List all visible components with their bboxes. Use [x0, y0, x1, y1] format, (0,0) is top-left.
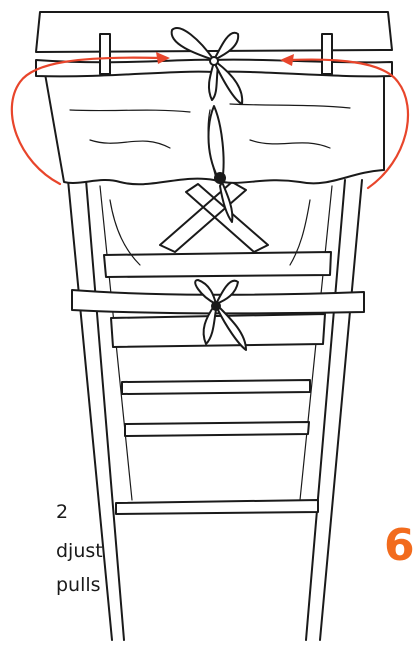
chair-top-rail [36, 12, 392, 52]
caption-line-3: pulls [56, 576, 101, 595]
chair-rung-3 [116, 500, 318, 514]
middle-button [214, 172, 226, 184]
chair-upper-slat [104, 252, 331, 277]
step-number: 6 [384, 524, 415, 568]
caption-line-2: djust [56, 542, 103, 561]
lower-bow-knot [211, 301, 221, 311]
chair-rung-1 [122, 380, 310, 394]
chair-left-post [68, 180, 124, 640]
chair-lower-slat [111, 314, 325, 347]
chair-cross-brace [160, 182, 268, 252]
caption-line-1: 2 [56, 503, 68, 522]
clothespin-right [322, 34, 332, 74]
top-bow-knot [210, 57, 218, 65]
clothespin-left [100, 34, 110, 74]
chair-rung-2 [125, 422, 309, 436]
chair-right-post [306, 180, 362, 640]
